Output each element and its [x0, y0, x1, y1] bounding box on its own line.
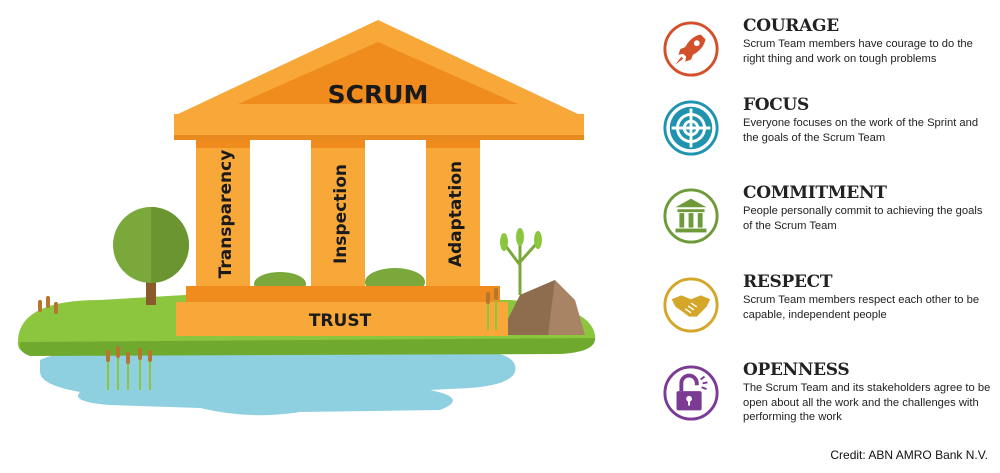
pillar-adaptation: Adaptation — [426, 140, 480, 288]
value-title: FOCUS — [743, 95, 810, 115]
rocket-icon — [663, 21, 719, 77]
value-title: COMMITMENT — [743, 183, 887, 203]
temple-base-top — [186, 286, 500, 302]
base-label: TRUST — [309, 311, 372, 331]
entablature-shadow — [174, 135, 584, 140]
value-commitment: COMMITMENT People personally commit to a… — [662, 183, 992, 267]
plant — [500, 228, 542, 295]
pillar-label: Transparency — [216, 150, 236, 279]
building-icon — [663, 188, 719, 244]
pillar-transparency: Transparency — [196, 140, 250, 288]
handshake-icon — [663, 277, 719, 333]
value-openness: OPENNESS The Scrum Team and its stakehol… — [662, 360, 992, 444]
temple-base — [176, 302, 508, 336]
value-courage: COURAGE Scrum Team members have courage … — [662, 16, 992, 100]
tree — [113, 207, 189, 305]
value-description: People personally commit to achieving th… — [743, 205, 983, 232]
value-title: RESPECT — [743, 272, 833, 292]
pillar-label: Adaptation — [446, 161, 466, 267]
grass-shade — [19, 338, 596, 356]
pillar-inspection: Inspection — [311, 140, 365, 288]
unlocked-padlock-icon — [663, 365, 719, 421]
value-title: OPENNESS — [743, 360, 850, 380]
value-description: Scrum Team members respect each other to… — [743, 294, 980, 321]
value-description: The Scrum Team and its stakeholders agre… — [743, 382, 991, 423]
cattails — [38, 288, 498, 364]
target-icon — [663, 100, 719, 156]
scrum-temple-illustration: SCRUM Transparency Inspection Adaptation… — [17, 20, 596, 416]
value-respect: RESPECT Scrum Team members respect each … — [662, 272, 992, 356]
value-focus: FOCUS Everyone focuses on the work of th… — [662, 95, 992, 179]
image-credit: Credit: ABN AMRO Bank N.V. — [830, 448, 988, 462]
temple-roof-inner — [238, 42, 518, 104]
value-description: Scrum Team members have courage to do th… — [743, 38, 973, 65]
pillar-label: Inspection — [331, 164, 351, 264]
value-title: COURAGE — [743, 16, 839, 36]
value-description: Everyone focuses on the work of the Spri… — [743, 117, 979, 144]
roof-label: SCRUM — [328, 80, 429, 109]
pond — [40, 350, 516, 416]
